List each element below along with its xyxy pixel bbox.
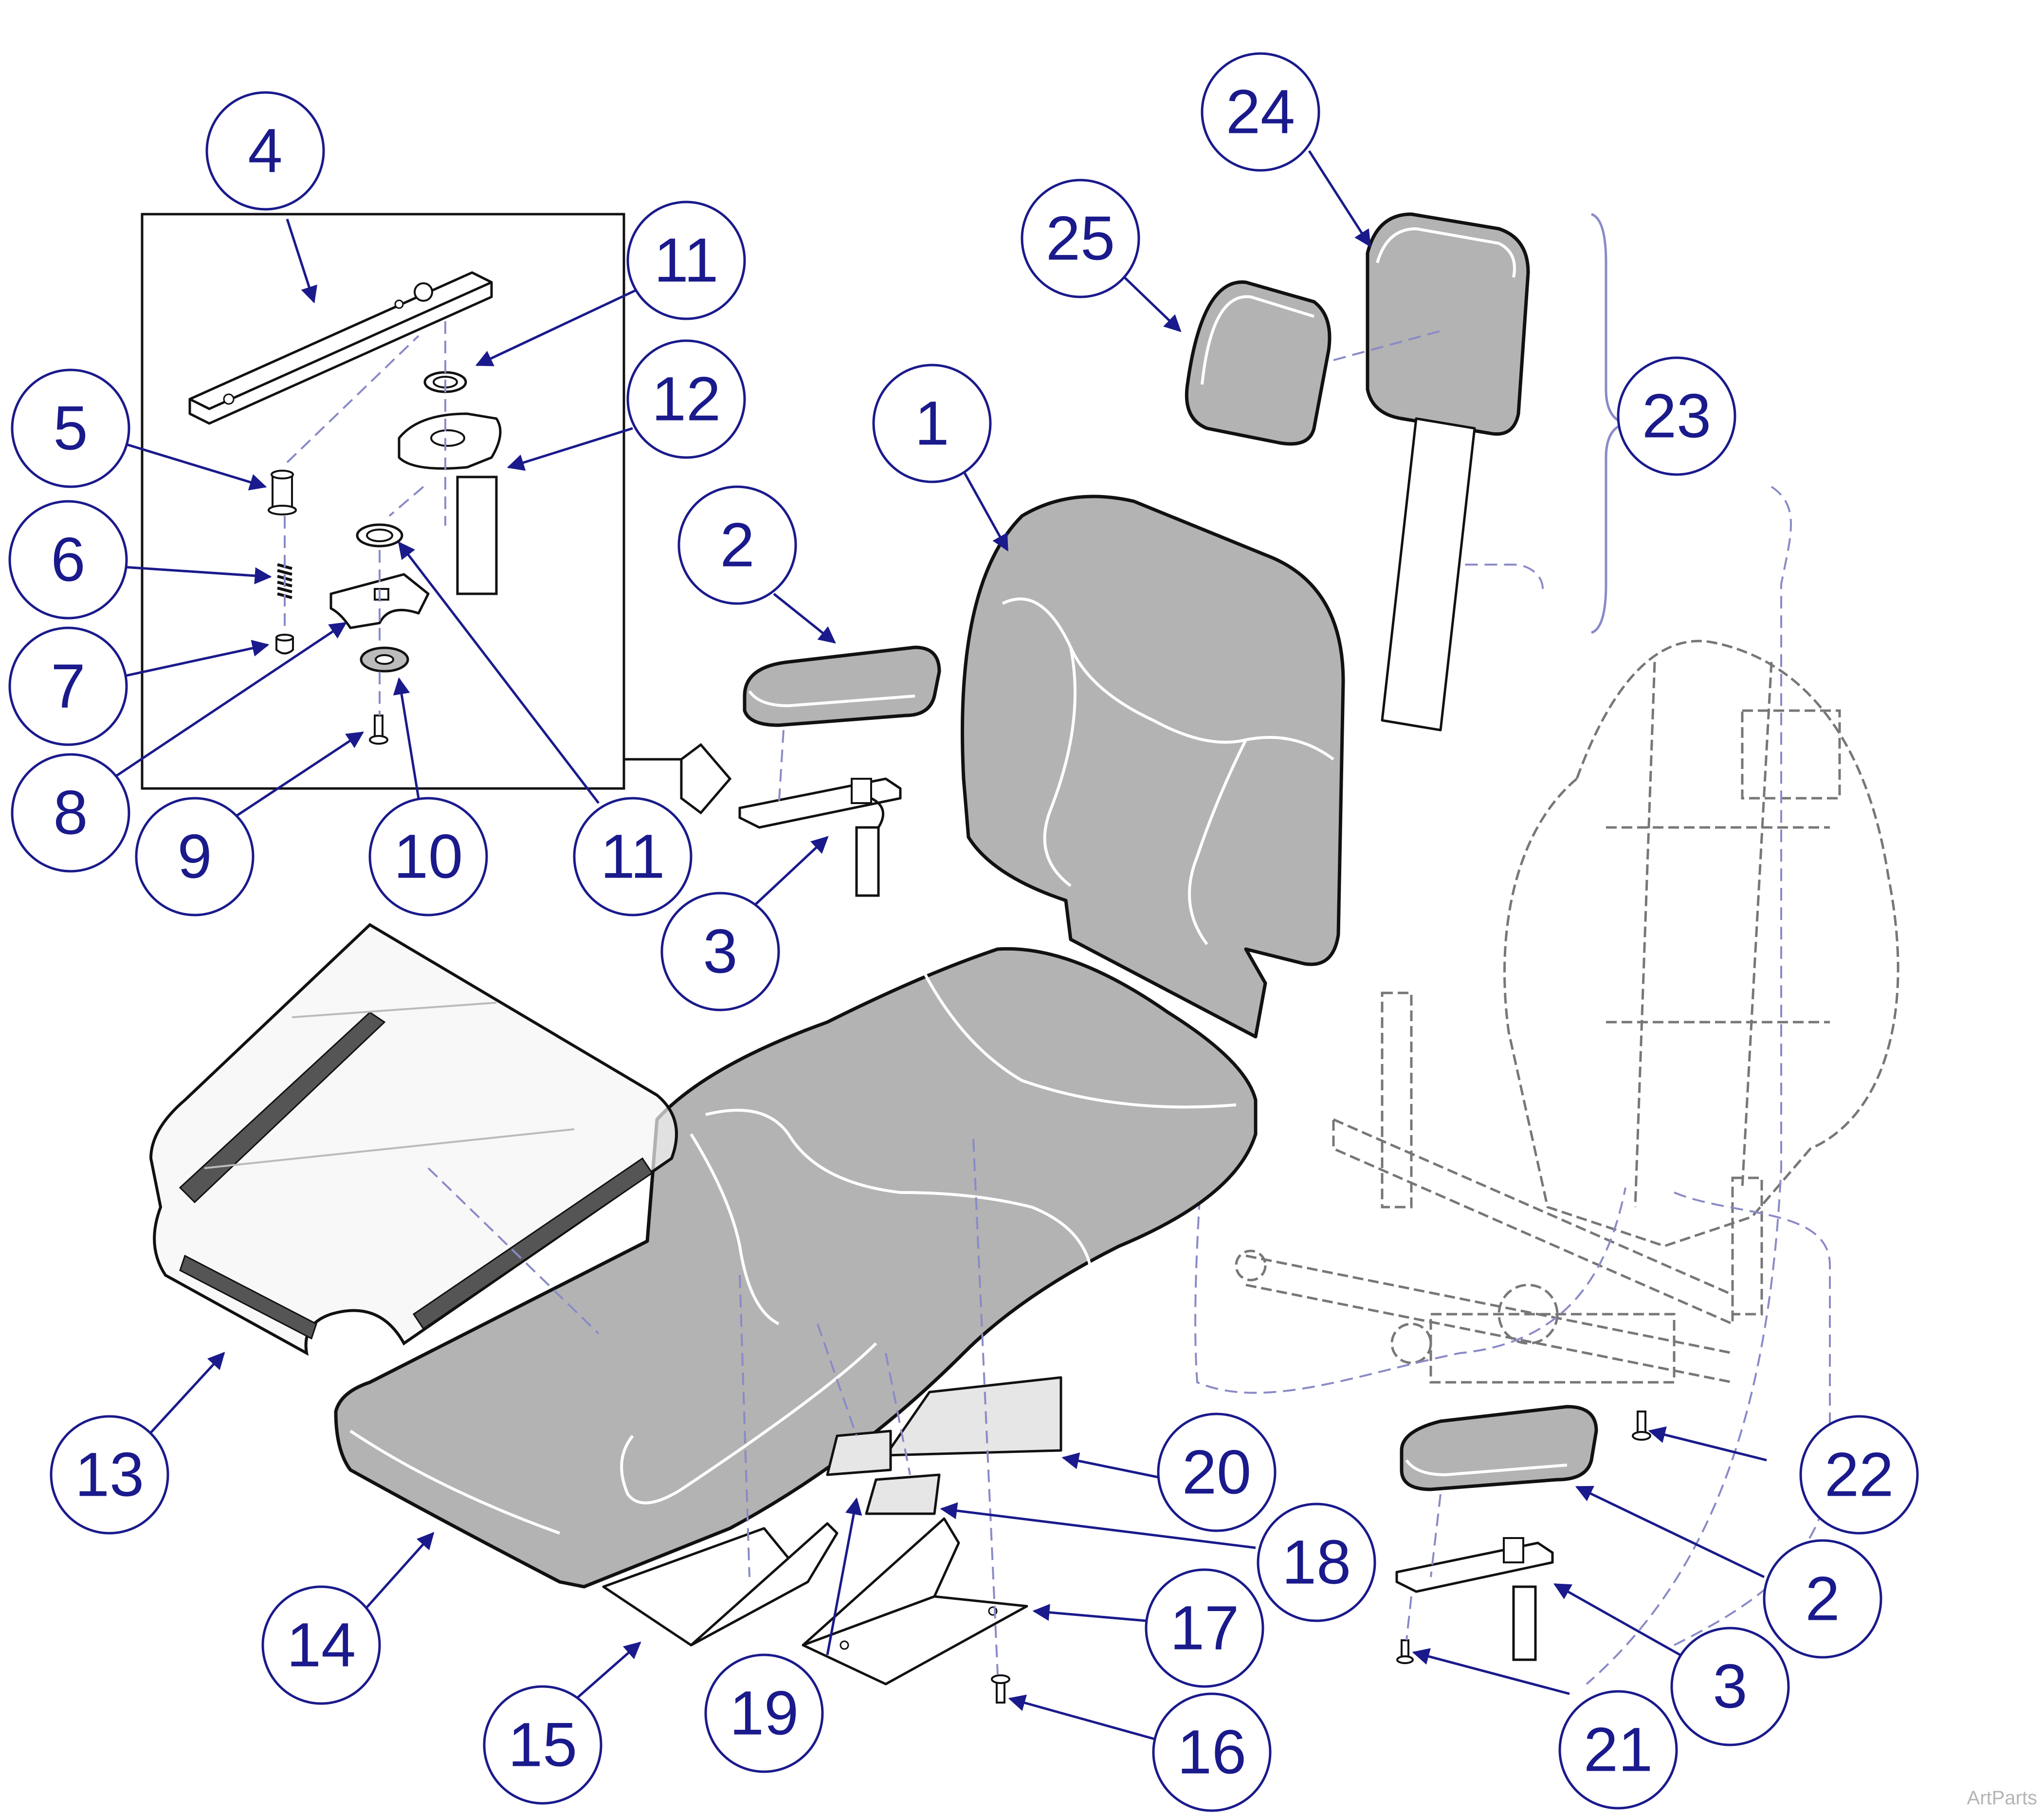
part-9-screw xyxy=(369,715,388,745)
svg-text:20: 20 xyxy=(1182,1438,1251,1507)
callout-16: 16 xyxy=(1152,1692,1272,1812)
part-22-screw xyxy=(1632,1411,1651,1441)
callout-18: 18 xyxy=(1257,1503,1376,1622)
callout-14: 14 xyxy=(261,1585,381,1705)
part-15-bracket-left xyxy=(602,1522,839,1647)
svg-text:5: 5 xyxy=(53,394,88,463)
svg-text:2: 2 xyxy=(1805,1564,1840,1634)
part-25-headrest-cushion xyxy=(1185,280,1332,446)
part-20-pad-large xyxy=(884,1376,1062,1457)
callout-19: 19 xyxy=(704,1653,824,1773)
part-2-armrest-pad-right xyxy=(1400,1405,1598,1491)
part-14-seat-cushion xyxy=(334,947,1258,1589)
svg-text:14: 14 xyxy=(287,1611,356,1680)
part-18-pad-small xyxy=(865,1473,941,1515)
svg-text:11: 11 xyxy=(654,226,719,295)
svg-text:18: 18 xyxy=(1282,1528,1351,1597)
callout-20: 20 xyxy=(1157,1412,1277,1532)
part-2-armrest-pad-left xyxy=(743,645,941,727)
svg-text:24: 24 xyxy=(1226,77,1295,147)
callout-6: 6 xyxy=(8,500,128,620)
svg-text:3: 3 xyxy=(703,917,737,987)
callout-23: 23 xyxy=(1617,356,1736,476)
part-5-sleeve xyxy=(268,470,297,515)
part-21-screw xyxy=(1396,1639,1414,1664)
svg-text:1: 1 xyxy=(914,389,949,458)
part-19-pad-small xyxy=(826,1430,892,1476)
callout-4: 4 xyxy=(205,91,325,211)
svg-text:8: 8 xyxy=(53,778,88,848)
callout-11-bottom: 11 xyxy=(573,797,693,917)
svg-text:19: 19 xyxy=(730,1679,799,1748)
svg-text:4: 4 xyxy=(248,116,282,186)
part-4-arm-plate xyxy=(188,271,493,425)
svg-text:22: 22 xyxy=(1825,1440,1894,1510)
svg-text:11: 11 xyxy=(601,822,665,892)
callout-24: 24 xyxy=(1201,52,1320,172)
leader-lines xyxy=(111,150,1767,1742)
watermark-text: ArtParts xyxy=(1967,1787,2037,1809)
callout-15: 15 xyxy=(483,1685,602,1805)
callout-2-right: 2 xyxy=(1763,1539,1882,1659)
callout-2-left: 2 xyxy=(677,485,797,605)
detail-box xyxy=(141,213,732,815)
callout-7: 7 xyxy=(8,626,128,746)
callout-13: 13 xyxy=(50,1415,169,1535)
callout-17: 17 xyxy=(1145,1568,1264,1688)
callout-25: 25 xyxy=(1021,179,1140,298)
callout-22: 22 xyxy=(1799,1415,1919,1535)
callout-1: 1 xyxy=(872,364,992,483)
svg-text:12: 12 xyxy=(652,365,721,434)
callout-12: 12 xyxy=(626,339,746,459)
svg-text:6: 6 xyxy=(51,525,85,595)
svg-text:16: 16 xyxy=(1177,1718,1246,1787)
svg-text:17: 17 xyxy=(1170,1594,1239,1663)
callout-10: 10 xyxy=(368,797,488,917)
svg-text:15: 15 xyxy=(508,1710,577,1780)
svg-text:3: 3 xyxy=(1713,1652,1747,1722)
svg-text:21: 21 xyxy=(1584,1715,1653,1785)
callout-21: 21 xyxy=(1558,1690,1678,1810)
svg-text:7: 7 xyxy=(51,652,85,721)
part-3-arm-bracket-left xyxy=(738,777,902,897)
callout-3-right: 3 xyxy=(1670,1627,1790,1746)
svg-text:10: 10 xyxy=(394,822,463,892)
part-12-pivot-shaft xyxy=(398,412,502,595)
part-7-plunger xyxy=(275,634,294,655)
part-10-washer xyxy=(360,646,409,673)
part-16-screw xyxy=(991,1674,1010,1704)
callout-9: 9 xyxy=(135,797,255,917)
part-3-arm-bracket-right xyxy=(1395,1537,1554,1661)
callout-5: 5 xyxy=(11,368,130,488)
svg-text:13: 13 xyxy=(75,1440,144,1510)
part-1-backrest xyxy=(961,495,1345,1039)
svg-text:9: 9 xyxy=(177,822,212,892)
part-24-headrest xyxy=(1366,212,1530,732)
part-11-washer-bottom xyxy=(356,523,403,548)
part-13-seat-cover xyxy=(149,923,678,1356)
callout-11-top: 11 xyxy=(626,201,746,320)
callout-3-left: 3 xyxy=(660,892,780,1011)
part-17-bracket-right xyxy=(802,1517,1028,1686)
svg-text:25: 25 xyxy=(1046,204,1115,274)
svg-text:2: 2 xyxy=(720,511,754,580)
callout-8: 8 xyxy=(11,753,130,873)
svg-text:23: 23 xyxy=(1642,382,1711,451)
chair-frame xyxy=(1194,486,1899,1685)
